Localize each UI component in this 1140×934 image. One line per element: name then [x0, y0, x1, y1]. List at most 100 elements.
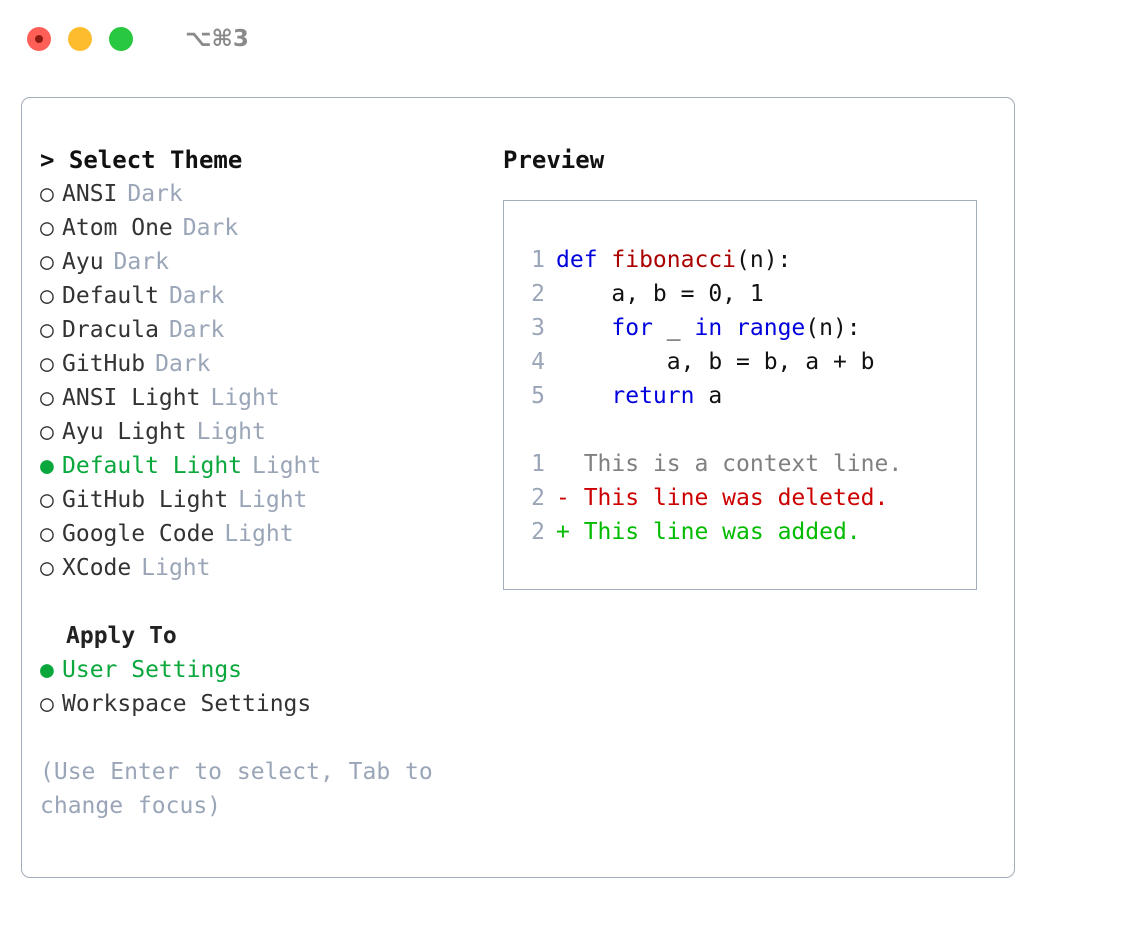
list-spacer [40, 585, 480, 619]
theme-option-xcode[interactable]: ○ XCode Light [40, 551, 480, 585]
diff-marker [556, 447, 570, 481]
code-line: 4 a, b = b, a + b [517, 345, 976, 379]
radio-unselected-icon: ○ [40, 419, 54, 445]
radio-unselected-icon: ○ [40, 691, 54, 717]
theme-option-label: Dracula [62, 317, 159, 343]
code-line-number: 3 [531, 315, 545, 341]
code-token [556, 383, 611, 409]
preview-heading: Preview [503, 146, 605, 174]
theme-option-dracula[interactable]: ○ Dracula Dark [40, 313, 480, 347]
radio-unselected-icon: ○ [40, 385, 54, 411]
radio-unselected-icon: ○ [40, 351, 54, 377]
code-token: a, b = 0, 1 [556, 281, 764, 307]
diff-line-del: 2- This line was deleted. [517, 481, 976, 515]
theme-option-label: GitHub Light [62, 487, 229, 513]
theme-option-tag: Dark [113, 249, 169, 275]
radio-unselected-icon: ○ [40, 521, 54, 547]
diff-text: This line was added. [569, 519, 861, 545]
diff-line-ctx: 1 This is a context line. [517, 447, 976, 481]
window-controls [27, 27, 133, 51]
theme-option-label: Ayu [62, 249, 104, 275]
radio-unselected-icon: ○ [40, 487, 54, 513]
theme-option-github[interactable]: ○ GitHub Dark [40, 347, 480, 381]
diff-line-number: 2 [531, 485, 545, 511]
code-line-content: a, b = b, a + b [556, 345, 875, 379]
diff-line-add: 2 + This line was added. [517, 515, 976, 549]
select-theme-heading: > Select Theme [40, 146, 243, 174]
theme-option-label: XCode [62, 555, 132, 581]
code-line: 3 for _ in range(n): [517, 311, 976, 345]
diff-sample: 1 This is a context line.2- This line wa… [517, 447, 976, 549]
apply-to-heading: Apply To [66, 623, 177, 649]
radio-selected-icon: ● [40, 657, 54, 683]
code-token: in range [694, 315, 806, 341]
theme-option-tag: Dark [155, 351, 211, 377]
theme-option-ayu-light[interactable]: ○ Ayu Light Light [40, 415, 480, 449]
keyboard-shortcut-label: ⌥⌘3 [185, 26, 249, 52]
radio-unselected-icon: ○ [40, 555, 54, 581]
diff-line-number: 1 [531, 451, 545, 477]
theme-option-label: ANSI Light [62, 385, 201, 411]
code-token: (n): [736, 247, 792, 273]
diff-line-number: 2 [531, 519, 545, 545]
theme-option-github-light[interactable]: ○ GitHub Light Light [40, 483, 480, 517]
close-button-icon[interactable] [27, 27, 51, 51]
theme-option-label: Default [62, 283, 159, 309]
code-line: 2 a, b = 0, 1 [517, 277, 976, 311]
apply-to-option-workspace-settings[interactable]: ○Workspace Settings [40, 687, 480, 721]
code-token: def [556, 247, 612, 273]
apply-to-option-user-settings[interactable]: ● User Settings [40, 653, 480, 687]
radio-unselected-icon: ○ [40, 249, 54, 275]
code-line-number: 2 [531, 281, 545, 307]
keyboard-hint-text: (Use Enter to select, Tab to change focu… [40, 759, 433, 819]
theme-option-tag: Dark [168, 283, 225, 309]
code-line-number: 1 [531, 247, 545, 273]
diff-marker: - [556, 485, 570, 511]
theme-option-google-code[interactable]: ○ Google Code Light [40, 517, 480, 551]
theme-option-tag: Light [141, 555, 211, 581]
theme-option-tag: Light [196, 419, 266, 445]
theme-option-label: Ayu Light [62, 419, 187, 445]
diff-text: This is a context line. [569, 451, 903, 477]
theme-option-tag: Dark [127, 181, 183, 207]
theme-option-label: GitHub [62, 351, 146, 377]
apply-to-option-label: User Settings [62, 657, 243, 683]
theme-option-label: Default Light [62, 453, 243, 479]
theme-option-tag: Dark [182, 215, 239, 241]
code-line-content: def fibonacci(n): [556, 243, 791, 277]
theme-option-tag: Dark [168, 317, 225, 343]
theme-option-ayu[interactable]: ○ Ayu Dark [40, 245, 480, 279]
theme-option-label: Google Code [62, 521, 215, 547]
radio-unselected-icon: ○ [40, 181, 54, 207]
theme-option-tag: Light [224, 521, 294, 547]
diff-marker: + [556, 519, 570, 545]
code-token: a, b = b, a + b [556, 349, 875, 375]
code-token: (n): [805, 315, 861, 341]
code-token [556, 315, 611, 341]
theme-option-tag: Light [238, 487, 308, 513]
apply-to-list[interactable]: ● User Settings ○Workspace Settings [40, 653, 480, 721]
theme-option-label: Atom One [62, 215, 173, 241]
theme-option-tag: Light [252, 453, 322, 479]
code-token: a [694, 383, 723, 409]
radio-unselected-icon: ○ [40, 317, 54, 343]
diff-text: This line was deleted. [569, 485, 889, 511]
code-token: for [611, 315, 653, 341]
minimize-button-icon[interactable] [68, 27, 92, 51]
code-line-number: 4 [531, 349, 545, 375]
code-line: 5 return a [517, 379, 976, 413]
maximize-button-icon[interactable] [109, 27, 133, 51]
code-line-content: a, b = 0, 1 [556, 277, 764, 311]
code-token: _ [652, 315, 695, 341]
